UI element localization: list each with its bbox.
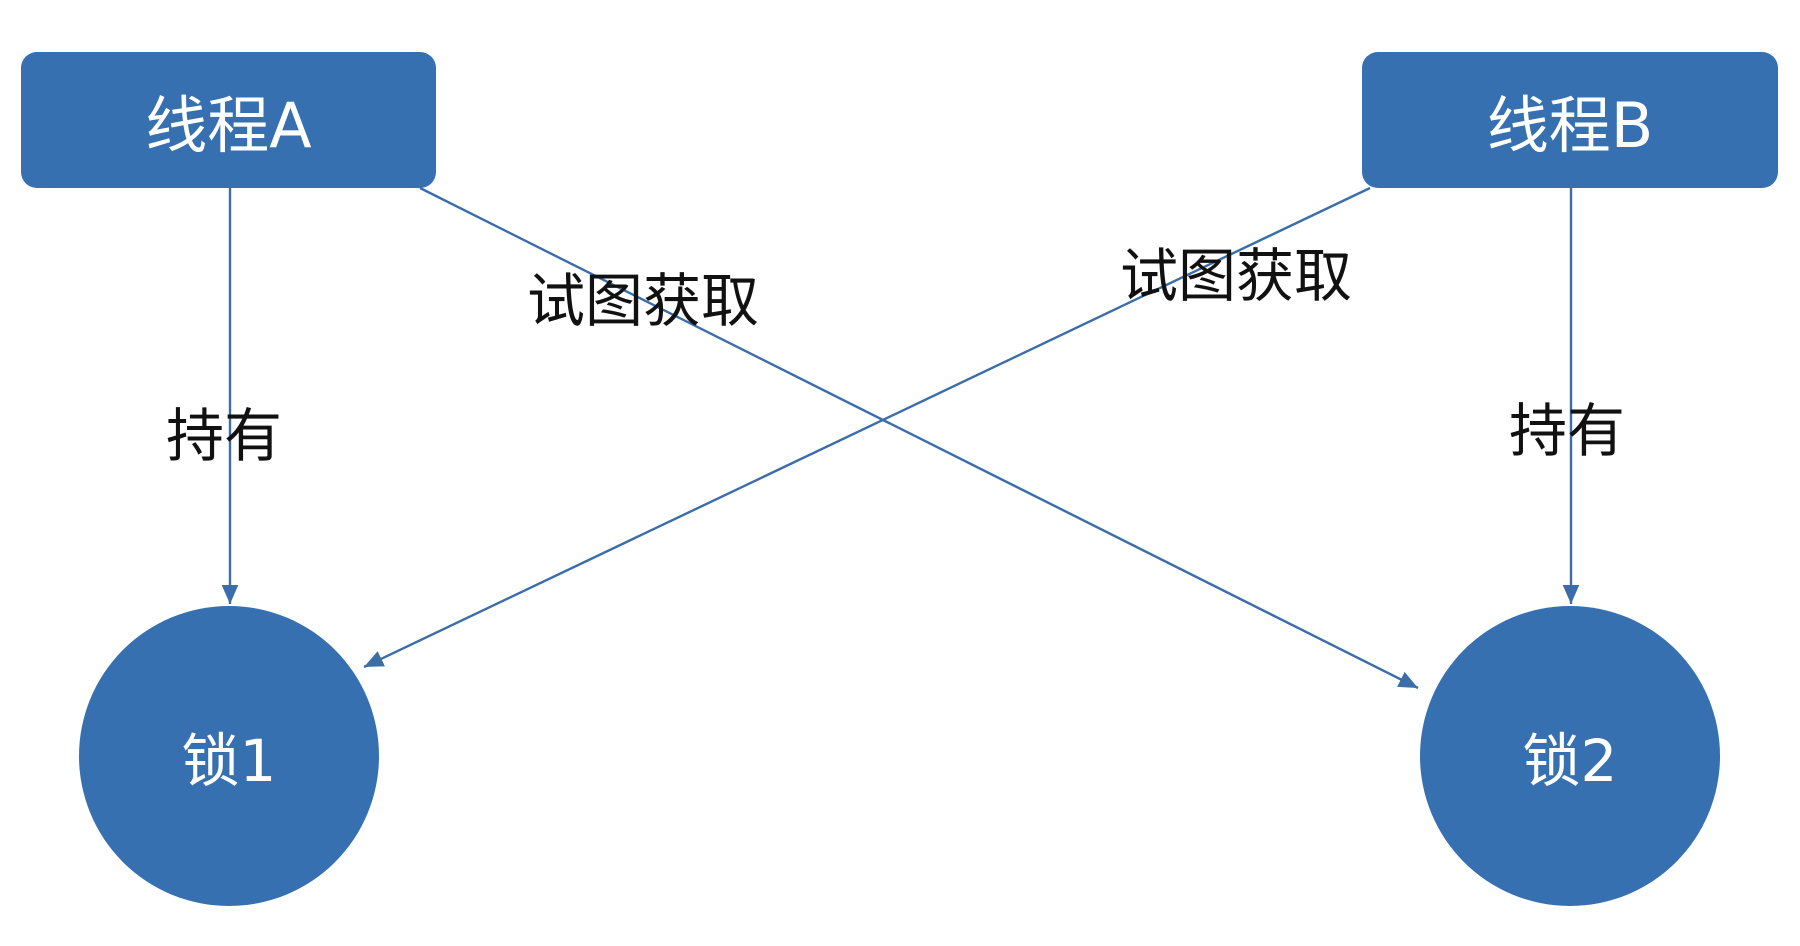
- edge-label-thread-b-holds: 持有: [1509, 397, 1626, 465]
- edge-thread-a-to-lock-2: [419, 186, 1419, 690]
- thread-b-label: 线程B: [1486, 89, 1654, 162]
- edge-label-thread-b-tries: 试图获取: [1120, 242, 1353, 310]
- edge-thread-b-to-lock-1: [363, 186, 1371, 669]
- thread-a-label: 线程A: [145, 89, 312, 162]
- lock-2-label: 锁2: [1522, 727, 1618, 795]
- lock-2-node: 锁2: [1420, 606, 1720, 906]
- edge-label-thread-a-holds: 持有: [166, 402, 283, 470]
- thread-a-node: 线程A: [21, 52, 436, 188]
- lock-1-node: 锁1: [79, 606, 379, 906]
- lock-1-label: 锁1: [181, 727, 277, 795]
- thread-b-node: 线程B: [1362, 52, 1778, 188]
- edge-label-thread-a-tries: 试图获取: [527, 267, 760, 335]
